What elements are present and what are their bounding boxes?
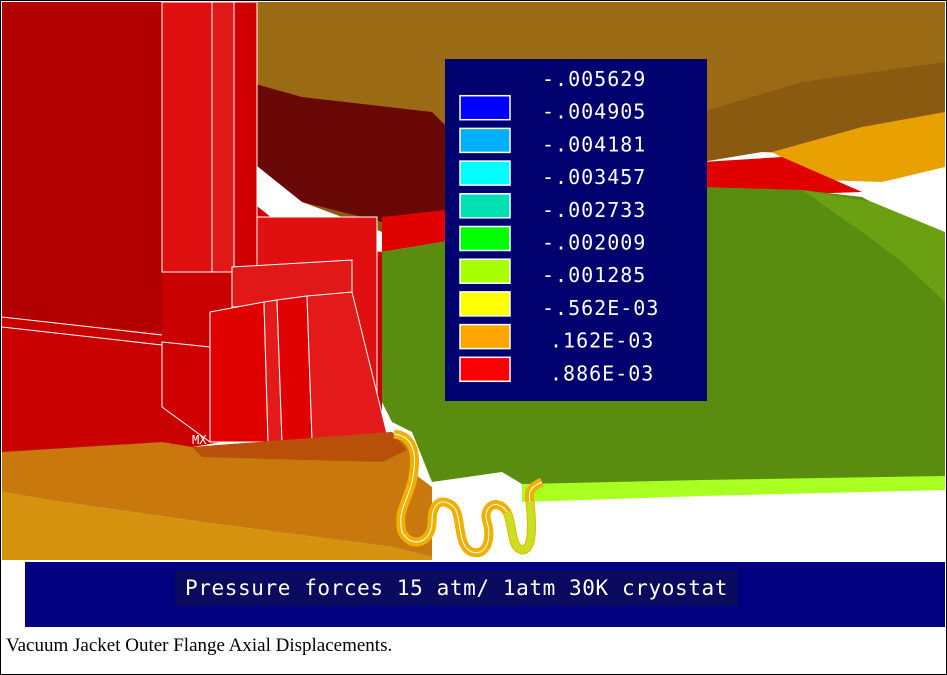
legend-value-7: -.562E-03 bbox=[542, 296, 659, 320]
legend-swatch-6 bbox=[459, 258, 511, 284]
legend-swatch-2 bbox=[459, 127, 511, 154]
skirt-dark bbox=[192, 432, 407, 462]
title-banner-box: Pressure forces 15 atm/ 1atm 30K cryosta… bbox=[175, 570, 738, 606]
red-rib-2 bbox=[211, 2, 235, 273]
plate-line-2 bbox=[2, 326, 163, 346]
figure-caption: Vacuum Jacket Outer Flange Axial Displac… bbox=[6, 635, 393, 656]
inner-dark-region bbox=[212, 72, 472, 227]
legend-value-4: -.002733 bbox=[542, 198, 646, 222]
red-rib-3 bbox=[233, 2, 258, 273]
mx-marker-label: MX bbox=[192, 433, 207, 447]
red-block-1 bbox=[209, 301, 269, 443]
title-banner-text: Pressure forces 15 atm/ 1atm 30K cryosta… bbox=[185, 576, 728, 600]
red-band-middle bbox=[382, 157, 862, 252]
legend-swatch-4 bbox=[459, 193, 511, 219]
legend-value-2: -.004181 bbox=[542, 132, 646, 156]
fea-displacement-plot: MX -.005629 -.004905 -.004181 -.003457 -.002… bbox=[2, 2, 945, 560]
red-block-3 bbox=[276, 295, 313, 443]
legend-value-6: -.001285 bbox=[542, 263, 646, 287]
plate-line-1 bbox=[2, 316, 163, 336]
legend-swatch-1 bbox=[459, 94, 511, 121]
red-rib-1 bbox=[161, 2, 213, 273]
legend-swatch-5 bbox=[459, 225, 511, 252]
title-banner: Pressure forces 15 atm/ 1atm 30K cryosta… bbox=[25, 562, 945, 627]
green-flange-light bbox=[802, 190, 945, 302]
bellows-highlight bbox=[503, 501, 536, 554]
legend-value-9: .886E-03 bbox=[550, 361, 654, 385]
skirt-orange bbox=[2, 432, 432, 557]
orange-band-right bbox=[772, 112, 945, 182]
legend-value-0: -.005629 bbox=[542, 67, 646, 91]
red-left-body-shade bbox=[2, 2, 162, 332]
red-lower-left bbox=[161, 341, 211, 443]
legend-value-1: -.004905 bbox=[542, 100, 646, 124]
lime-edge bbox=[522, 476, 945, 502]
skirt-light bbox=[2, 492, 432, 560]
legend-swatch-8 bbox=[459, 323, 511, 350]
legend-value-3: -.003457 bbox=[542, 165, 646, 189]
legend-value-8: .162E-03 bbox=[550, 329, 654, 353]
legend-value-5: -.002009 bbox=[542, 231, 646, 255]
color-legend: -.005629 -.004905 -.004181 -.003457 -.002733… bbox=[445, 59, 707, 401]
legend-swatch-7 bbox=[459, 291, 511, 317]
legend-swatch-9 bbox=[459, 356, 511, 383]
legend-swatch-3 bbox=[459, 160, 511, 186]
